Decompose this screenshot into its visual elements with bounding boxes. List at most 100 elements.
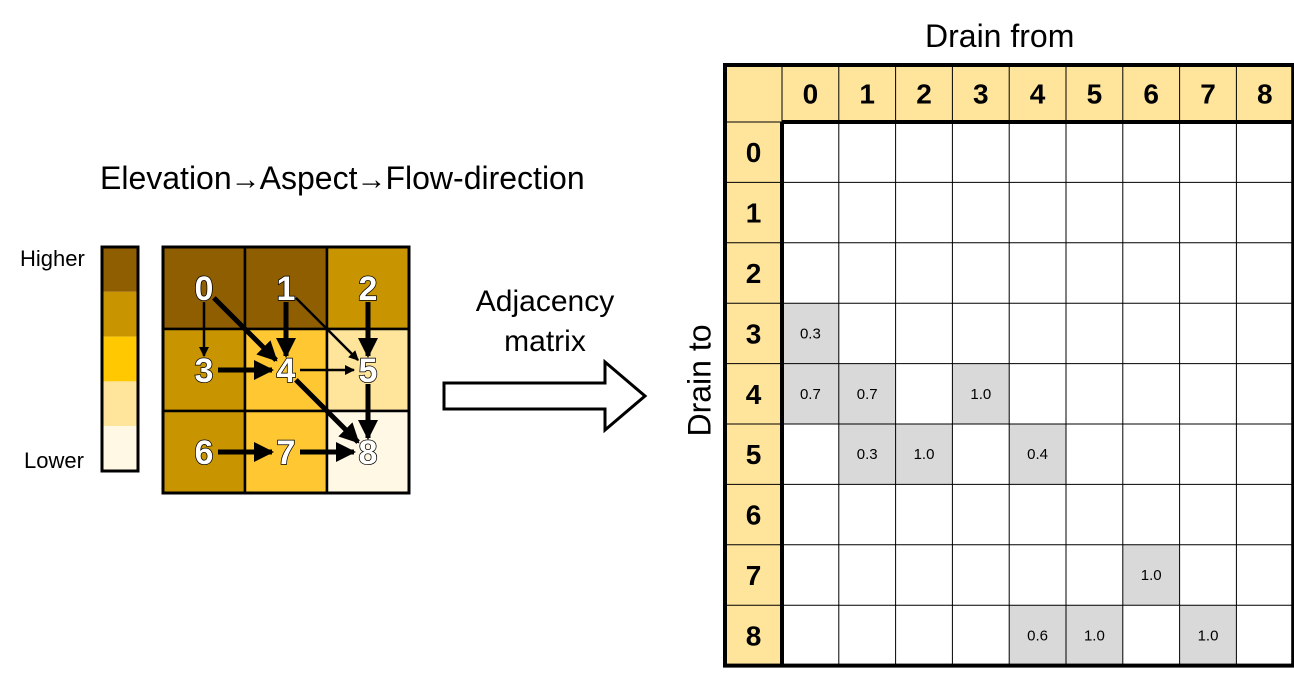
row-header: 3 bbox=[746, 318, 762, 349]
matrix-cell-value: 0.3 bbox=[800, 325, 821, 342]
matrix-cell bbox=[782, 182, 839, 243]
row-header: 0 bbox=[746, 137, 762, 168]
matrix-cell bbox=[1009, 424, 1066, 485]
matrix-cell-value: 1.0 bbox=[1084, 627, 1105, 644]
flow-arrow bbox=[212, 296, 278, 362]
matrix-cell bbox=[1066, 484, 1123, 545]
row-header: 8 bbox=[746, 620, 762, 651]
grid-cell-label: 7 bbox=[277, 434, 296, 472]
grid-cell-label: 1 bbox=[277, 270, 296, 308]
row-header: 6 bbox=[746, 500, 762, 531]
legend-swatch bbox=[102, 247, 138, 292]
column-header: 3 bbox=[973, 79, 989, 110]
matrix-cell bbox=[1009, 303, 1066, 364]
legend-swatch bbox=[102, 291, 138, 337]
matrix-cell bbox=[1122, 122, 1180, 183]
legend-higher-label: Higher bbox=[20, 246, 85, 271]
row-axis-title: Drain to bbox=[681, 324, 718, 437]
legend-lower-label: Lower bbox=[24, 448, 84, 473]
matrix-cell bbox=[895, 122, 953, 183]
matrix-cell bbox=[838, 605, 896, 666]
matrix-cell bbox=[1179, 544, 1237, 606]
matrix-border bbox=[723, 63, 1294, 668]
grid-border bbox=[161, 245, 411, 495]
matrix-cell bbox=[952, 424, 1010, 485]
grid-cell-label: 2 bbox=[359, 270, 378, 308]
matrix-cell bbox=[1179, 484, 1237, 545]
matrix-cell bbox=[952, 122, 1010, 183]
matrix-cell bbox=[1236, 363, 1294, 424]
flow-arrow bbox=[294, 378, 360, 444]
matrix-cell bbox=[838, 242, 896, 304]
column-header: 6 bbox=[1143, 79, 1159, 110]
matrix-cell bbox=[1236, 303, 1294, 364]
matrix-cell bbox=[838, 544, 896, 606]
matrix-cell bbox=[1009, 544, 1066, 606]
matrix-cell bbox=[1179, 424, 1237, 485]
matrix-cell bbox=[1066, 605, 1123, 666]
grid-cell-label: 6 bbox=[195, 434, 214, 472]
elevation-legend-bar bbox=[100, 245, 140, 473]
matrix-cell bbox=[952, 242, 1010, 304]
row-header: 7 bbox=[746, 560, 762, 591]
matrix-cell bbox=[782, 242, 839, 304]
matrix-cell bbox=[1179, 605, 1237, 666]
flow-arrows bbox=[199, 296, 378, 462]
matrix-cell bbox=[895, 242, 953, 304]
matrix-cell bbox=[1179, 363, 1237, 424]
matrix-cell bbox=[1236, 544, 1294, 606]
matrix-cell bbox=[838, 182, 896, 243]
matrix-cell bbox=[895, 424, 953, 485]
matrix-cell bbox=[1066, 182, 1123, 243]
matrix-cell bbox=[1009, 182, 1066, 243]
matrix-cell bbox=[1122, 182, 1180, 243]
matrix-cell bbox=[1179, 303, 1237, 364]
matrix-cell bbox=[1066, 544, 1123, 606]
matrix-cell-value: 1.0 bbox=[970, 386, 991, 403]
matrix-borders bbox=[723, 63, 1294, 668]
column-header: 0 bbox=[803, 79, 819, 110]
matrix-cell bbox=[1236, 182, 1294, 243]
matrix-cell bbox=[952, 605, 1010, 666]
matrix-cell bbox=[1066, 122, 1123, 183]
matrix-cell bbox=[838, 484, 896, 545]
matrix-cell bbox=[1179, 182, 1237, 243]
matrix-cell-value: 1.0 bbox=[1141, 567, 1162, 584]
matrix-cell bbox=[782, 605, 839, 666]
matrix-cell bbox=[1009, 242, 1066, 304]
matrix-cell bbox=[1009, 122, 1066, 183]
matrix-cell bbox=[895, 544, 953, 606]
matrix-cell bbox=[1066, 424, 1123, 485]
right-arrow-icon: → bbox=[230, 163, 261, 196]
matrix-cell bbox=[895, 484, 953, 545]
matrix-cell bbox=[952, 484, 1010, 545]
matrix-cell bbox=[1122, 303, 1180, 364]
matrix-cell bbox=[782, 424, 839, 485]
grid-cell-label: 5 bbox=[359, 352, 378, 390]
matrix-cell-value: 0.3 bbox=[857, 446, 878, 463]
title-flow-direction: Flow-direction bbox=[385, 160, 585, 196]
column-header: 4 bbox=[1030, 79, 1046, 110]
matrix-cell bbox=[838, 303, 896, 364]
column-header: 1 bbox=[859, 79, 875, 110]
matrix-cell bbox=[895, 605, 953, 666]
matrix-cell bbox=[895, 303, 953, 364]
matrix-cell bbox=[895, 182, 953, 243]
matrix-cell bbox=[782, 363, 839, 424]
matrix-cell bbox=[952, 182, 1010, 243]
row-header: 5 bbox=[746, 439, 762, 470]
matrix-cell bbox=[782, 122, 839, 183]
matrix-cell bbox=[1009, 484, 1066, 545]
matrix-cell bbox=[1066, 242, 1123, 304]
matrix-cell-value: 1.0 bbox=[1198, 627, 1219, 644]
grid-cell-label: 8 bbox=[359, 434, 378, 472]
matrix-cell bbox=[952, 544, 1010, 606]
matrix-cell bbox=[838, 424, 896, 485]
column-axis-title: Drain from bbox=[925, 18, 1075, 54]
row-header: 1 bbox=[746, 198, 762, 229]
legend-border bbox=[100, 245, 140, 473]
